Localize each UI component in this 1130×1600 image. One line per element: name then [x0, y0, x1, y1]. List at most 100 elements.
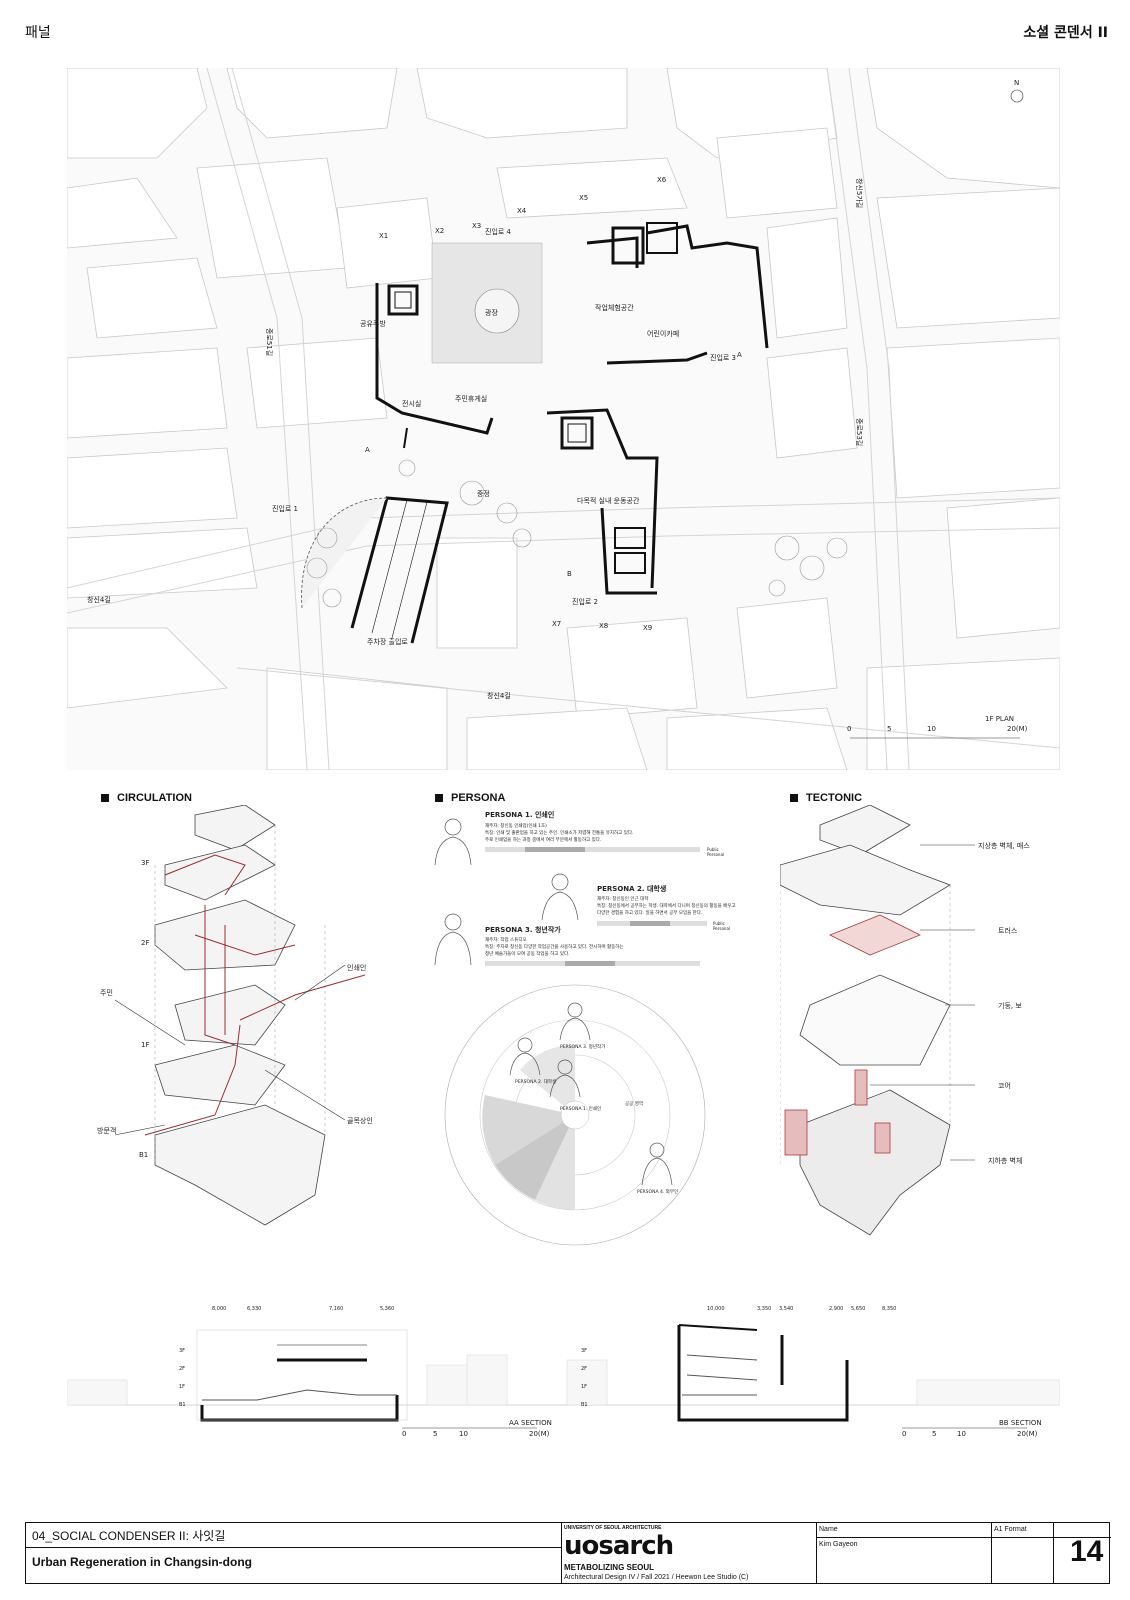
name-cell	[817, 1523, 992, 1583]
persona-1-name: PERSONA 1. 인쇄인	[485, 810, 554, 819]
persona-1-line2: 특징: 인쇄 및 출판업을 하고 있는 주인. 인쇄소가 저렴해 전통을 유지하…	[485, 829, 633, 836]
svg-text:5: 5	[932, 1430, 936, 1438]
persona-3-figure-icon	[434, 913, 472, 966]
label-lower-walls: 지하층 벽체	[988, 1156, 1022, 1165]
svg-text:5: 5	[433, 1430, 437, 1438]
page-number: 14	[1070, 1535, 1104, 1568]
bullet-square-icon	[435, 794, 443, 802]
persona-2-line3: 다양한 경험을 하고 있다. 일을 하면서 공부 모임을 한다.	[597, 909, 702, 916]
bb-level-2f: 2F	[581, 1366, 587, 1372]
persona-figures	[434, 818, 579, 966]
aa-caption: AA SECTION	[509, 1419, 552, 1427]
persona-heading: PERSONA	[435, 792, 505, 804]
persona-1-figure-icon	[434, 818, 472, 866]
label-truss: 트러스	[998, 926, 1018, 935]
bb-dim-1: 10,000	[707, 1306, 725, 1312]
persona-2-name: PERSONA 2. 대학생	[597, 884, 666, 893]
label-x6: X6	[657, 176, 667, 184]
label-b: B	[567, 570, 572, 578]
aa-dim-3: 7,160	[329, 1306, 343, 1312]
label-workshop: 작업체험공간	[595, 303, 634, 312]
persona-1-line1: 재주자: 창신동 인쇄업(인쇄 1호)	[485, 822, 547, 829]
label-street-left: 종로51길	[265, 328, 273, 356]
legend-public-1: Public	[707, 847, 719, 852]
tectonic-layers	[779, 804, 951, 1236]
sections-drawing: 8,000 6,330 7,160 5,360 10,000 3,350 3,5…	[66, 1306, 1061, 1438]
north-building	[375, 222, 769, 449]
column-beam-grid	[799, 974, 951, 1066]
label-entrance3: 진입로 3	[710, 353, 736, 362]
wheel-figures	[509, 1002, 673, 1186]
label-floor-b1: B1	[139, 1151, 148, 1159]
persona-3-line3: 청년 예술가들이 모여 공동 작업을 하고 있다.	[485, 950, 570, 957]
persona-2-figure-icon	[541, 873, 579, 921]
label-parking: 주차장 출입로	[367, 637, 408, 646]
tectonic-diagram: 지상층 벽체, 매스 트러스 기둥, 보 코어 지하층 벽체	[779, 804, 1050, 1260]
author-name: Kim Gayeon	[819, 1541, 858, 1548]
wheel-persona-1: PERSONA 1. 인쇄인	[560, 1105, 601, 1112]
bb-section	[677, 1324, 849, 1422]
title-cell	[26, 1523, 562, 1583]
label-visitor: 방문객	[97, 1126, 116, 1135]
plaza-circle	[474, 288, 520, 334]
label-store: 중정	[477, 489, 490, 498]
bb-dim-6: 8,350	[882, 1306, 896, 1312]
aa-dim-1: 8,000	[212, 1306, 226, 1312]
persona-3-name: PERSONA 3. 청년작가	[485, 925, 561, 934]
label-core: 코어	[998, 1081, 1011, 1090]
label-x4: X4	[517, 207, 527, 215]
svg-text:0: 0	[402, 1430, 406, 1438]
label-entrance2: 진입로 2	[572, 597, 598, 606]
site-plan-drawing: 공유주방 광장 작업체험공간 어린이카페 전시실 주민휴게실 다목적 실내 운동…	[67, 68, 1060, 770]
persona-3-line1: 재주자: 작업 스튜디오	[485, 936, 527, 943]
project-title: Urban Regeneration in Changsin-dong	[32, 1555, 253, 1569]
label-resident: 주민	[100, 988, 113, 997]
circulation-paths	[144, 854, 366, 1136]
label-floor-3f: 3F	[141, 859, 149, 867]
label-x9: X9	[643, 624, 652, 632]
legend-public-2: Public	[713, 921, 725, 926]
label-x8: X8	[599, 622, 608, 630]
svg-text:0: 0	[847, 725, 851, 733]
label-entrance4: 진입로 4	[485, 227, 512, 236]
site-plan: 공유주방 광장 작업체험공간 어린이카페 전시실 주민휴게실 다목적 실내 운동…	[67, 68, 1060, 770]
bb-caption: BB SECTION	[999, 1419, 1042, 1427]
legend-personal-2: Personal	[713, 926, 730, 931]
label-floor-1f: 1F	[141, 1041, 149, 1049]
upper-mass-top	[819, 804, 911, 856]
svg-text:10: 10	[957, 1430, 966, 1438]
aa-dim-2: 6,330	[247, 1306, 261, 1312]
label-merchant: 골목상인	[347, 1116, 373, 1125]
label-lounge: 주민휴게실	[455, 394, 487, 403]
parking-ramp	[350, 496, 449, 644]
persona-2-line2: 특징: 창신동에서 공부하는 학생. 대학에서 다니며 창신동의 활동을 배우고	[597, 902, 736, 909]
tectonic-leader-lines	[870, 844, 975, 1161]
label-floor-2f: 2F	[141, 939, 149, 947]
uosarch-logo: uosarch	[564, 1531, 674, 1561]
aa-level-2f: 2F	[179, 1366, 185, 1372]
garden-area	[301, 497, 388, 609]
label-x3: X3	[472, 222, 481, 230]
aa-level-b1: B1	[179, 1402, 186, 1408]
bb-level-1f: 1F	[581, 1384, 587, 1390]
annotation-lines	[114, 964, 346, 1136]
label-a-right: A	[737, 351, 742, 359]
persona-timelines	[485, 847, 707, 966]
circulation-axonometric	[154, 804, 326, 1226]
course-title: 04_SOCIAL CONDENSER II: 사잇길	[32, 1529, 226, 1543]
wheel-persona-3: PERSONA 3. 청년작가	[560, 1043, 605, 1050]
bb-dim-5: 5,650	[851, 1306, 865, 1312]
format-label: A1 Format	[994, 1526, 1027, 1533]
label-street-right-2: 종로53길	[855, 418, 863, 446]
label-street-right-1: 창신5가길	[855, 178, 864, 208]
course-info: Architectural Design IV / Fall 2021 / He…	[564, 1574, 749, 1581]
aa-section	[196, 1329, 408, 1422]
label-x5: X5	[579, 194, 588, 202]
label-upper-walls: 지상층 벽체, 매스	[978, 841, 1030, 850]
series-title: METABOLIZING SEOUL	[564, 1563, 655, 1572]
circulation-heading: CIRCULATION	[101, 792, 192, 804]
aa-dim-4: 5,360	[380, 1306, 394, 1312]
header-left-label: 패널	[25, 25, 51, 41]
aa-scale-bar: 0 5 10 20(M) AA SECTION	[402, 1419, 552, 1438]
circulation-diagram: 주민 방문객 인쇄인 골목상인 3F 2F 1F B1	[95, 804, 395, 1235]
